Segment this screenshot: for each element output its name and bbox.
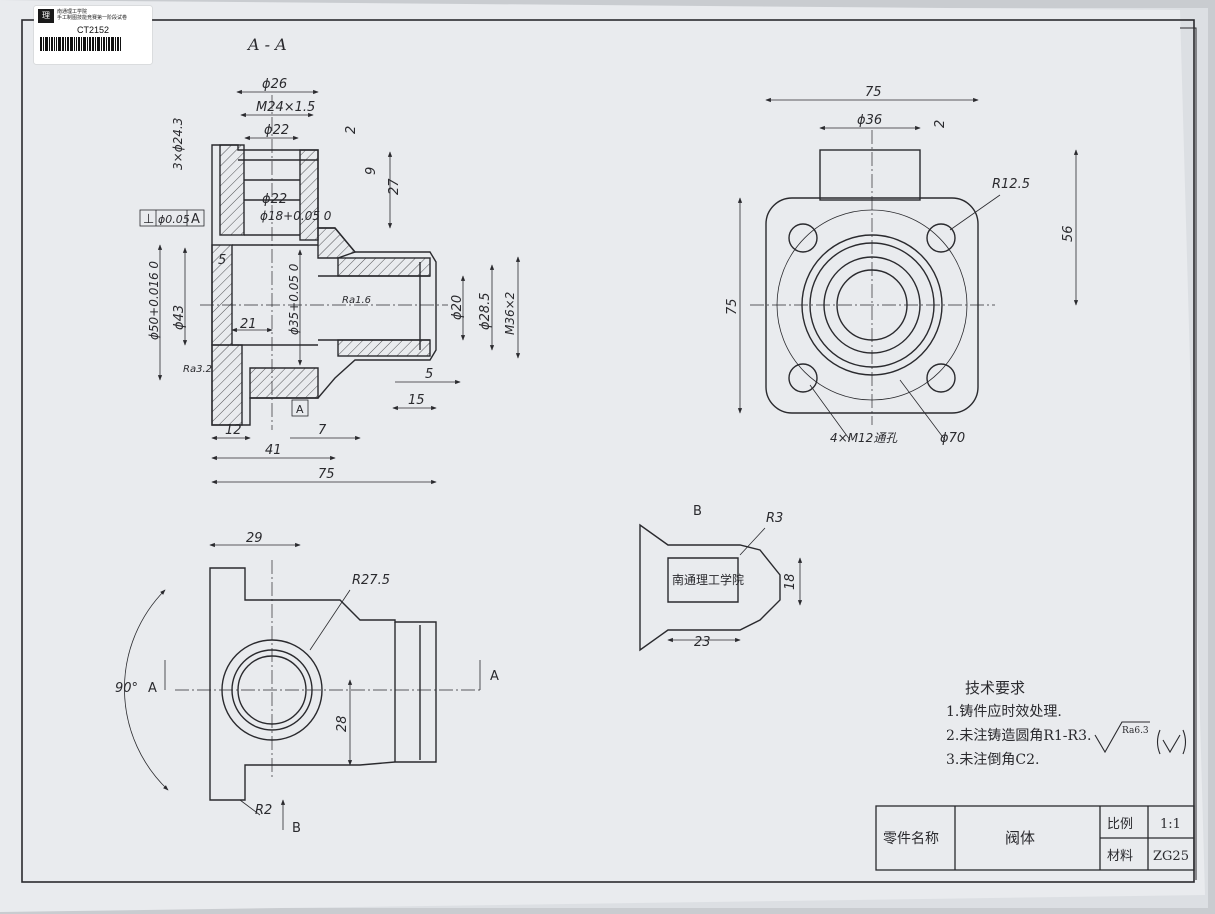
dim-9: 9	[364, 167, 379, 175]
perp-symbol: ⊥	[143, 212, 154, 227]
dim-top-r12-5: R12.5	[992, 177, 1030, 192]
title-material: ZG25	[1153, 849, 1189, 864]
dim-d18: ϕ18+0.05 0	[260, 209, 332, 223]
view-marker-b: B	[292, 821, 301, 836]
barcode-label: 理 南通理工学院 手工制图技能竞赛第一阶段试卷 CT2152	[34, 6, 152, 64]
dim-top-75-width: 75	[865, 85, 882, 100]
dim-d26: ϕ26	[262, 77, 287, 92]
top-view	[750, 130, 995, 425]
dim-21: 21	[240, 317, 257, 332]
dim-m24: M24×1.5	[256, 100, 315, 115]
detail-b	[639, 523, 803, 652]
front-dimension-lines	[124, 542, 481, 830]
datum-ref: A	[191, 212, 200, 227]
dim-5: 5	[218, 253, 226, 268]
dim-front-90: 90°	[115, 681, 138, 696]
front-view	[175, 560, 480, 801]
perp-tolerance: ϕ0.05	[158, 213, 190, 226]
dim-top-2: 2	[933, 120, 948, 128]
dim-12: 12	[225, 423, 242, 438]
dim-top-d36: ϕ36	[857, 113, 882, 128]
barcode-icon	[40, 37, 146, 51]
note-item-3: 3.未注倒角C2.	[946, 752, 1039, 768]
datum-a-box: A	[296, 403, 304, 416]
dim-d50: ϕ50+0.016 0	[147, 261, 161, 340]
notes-title: 技术要求	[965, 679, 1025, 697]
label-code: CT2152	[76, 25, 110, 35]
title-block	[875, 805, 1195, 871]
dim-5b: 5	[425, 367, 433, 382]
detail-b-r3: R3	[766, 511, 783, 526]
dim-d22-mid: ϕ22	[262, 192, 287, 207]
dim-top-56: 56	[1061, 225, 1076, 242]
dim-75: 75	[318, 467, 335, 482]
roughness-ra63: Ra6.3	[1122, 726, 1149, 736]
dim-27: 27	[387, 178, 402, 195]
detail-b-23: 23	[694, 635, 711, 650]
detail-b-18: 18	[783, 573, 798, 590]
dim-front-29: 29	[246, 531, 263, 546]
title-material-label: 材料	[1107, 849, 1133, 864]
detail-b-engraving: 南通理工学院	[672, 572, 744, 587]
dim-41: 41	[265, 443, 282, 458]
dim-top-m12-holes: 4×M12通孔	[830, 431, 898, 445]
section-view-a-a	[200, 95, 448, 430]
dim-front-r2: R2	[255, 803, 272, 818]
note-item-1: 1.铸件应时效处理.	[946, 703, 1062, 720]
dim-front-r27-5: R27.5	[352, 573, 390, 588]
drawing-border	[21, 19, 1195, 883]
title-scale-label: 比例	[1107, 817, 1133, 832]
title-part-name: 阀体	[1005, 829, 1035, 847]
dim-front-28: 28	[335, 715, 350, 732]
label-header-line2: 手工制图技能竞赛第一阶段试卷	[57, 15, 128, 21]
section-dimension-lines	[139, 89, 521, 485]
dim-d28-5: ϕ28.5	[478, 292, 493, 330]
page-edge-right	[1180, 27, 1197, 880]
detail-b-title: B	[693, 504, 702, 519]
dim-top-d70: ϕ70	[940, 431, 965, 446]
dim-d43: ϕ43	[172, 305, 187, 330]
roughness-symbol	[1094, 721, 1187, 755]
dim-m36: M36×2	[503, 292, 517, 335]
roughness-ra32: Ra3.2	[183, 364, 212, 375]
section-title: A - A	[246, 35, 287, 54]
roughness-ra16: Ra1.6	[342, 295, 371, 306]
dim-15: 15	[408, 393, 425, 408]
title-part-name-label: 零件名称	[883, 831, 939, 847]
dim-3-holes: 3×ϕ24.3	[171, 118, 185, 170]
label-header-line1: 南通理工学院	[57, 9, 88, 15]
dim-top-75-height: 75	[725, 298, 740, 315]
section-marker-a-left: A	[148, 681, 157, 696]
note-item-2: 2.未注铸造圆角R1-R3.	[946, 728, 1091, 744]
title-scale: 1:1	[1160, 817, 1181, 832]
dim-d35: ϕ35+0.05 0	[287, 263, 301, 335]
dim-7: 7	[318, 423, 327, 438]
dim-2a: 2	[344, 126, 359, 134]
dim-d20: ϕ20	[450, 295, 465, 320]
school-logo-icon: 理	[38, 9, 54, 23]
top-dimension-lines	[737, 97, 1079, 441]
section-marker-a-right: A	[490, 669, 499, 684]
dim-d22-top: ϕ22	[264, 123, 289, 138]
